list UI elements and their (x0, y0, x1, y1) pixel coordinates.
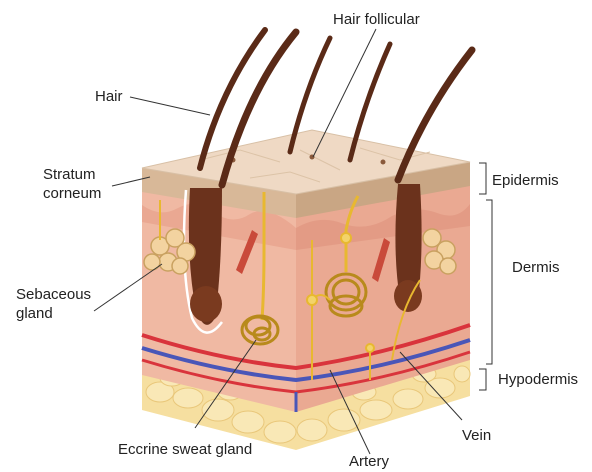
dermis-label: Dermis (512, 258, 560, 277)
stratum-corneum-label: Stratum corneum (43, 165, 101, 203)
sebaceous-gland-label: Sebaceous gland (16, 285, 91, 323)
vein-label: Vein (462, 426, 491, 445)
stratum-corneum-label-line1: Stratum (43, 165, 101, 184)
hypodermis-label: Hypodermis (498, 370, 578, 389)
artery-label: Artery (349, 452, 389, 471)
sebaceous-gland-label-line1: Sebaceous (16, 285, 91, 304)
stratum-corneum-label-line2: corneum (43, 184, 101, 203)
epidermis-label: Epidermis (492, 171, 559, 190)
sebaceous-gland-label-line2: gland (16, 304, 91, 323)
hair-follicular-label: Hair follicular (333, 10, 420, 29)
hair-label: Hair (95, 87, 123, 106)
hair-follicle-right (394, 184, 422, 312)
eccrine-sweat-gland-label: Eccrine sweat gland (118, 440, 252, 459)
